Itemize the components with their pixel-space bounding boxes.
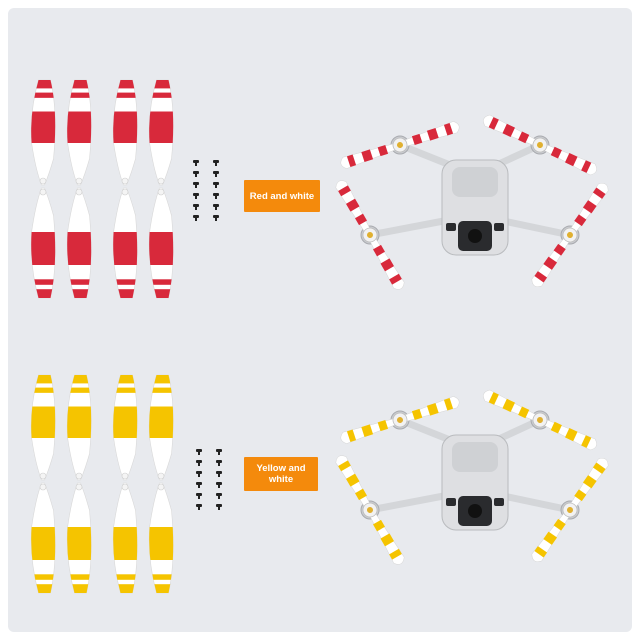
- variant-label: Red and white: [244, 180, 320, 212]
- screw-icon: [213, 204, 219, 210]
- propeller-set-red-icon: [30, 79, 174, 299]
- propeller-blade-icon: [148, 187, 174, 299]
- variant-red-white: Red and white: [30, 79, 609, 299]
- screw-set-icon: [196, 449, 222, 510]
- screw-icon: [216, 504, 222, 510]
- screw-icon: [193, 182, 199, 188]
- screw-icon: [216, 482, 222, 488]
- propeller-blade-icon: [30, 79, 56, 186]
- variant-label: Yellow and white: [244, 457, 318, 491]
- screw-icon: [193, 171, 199, 177]
- drone-red-icon: [335, 114, 609, 290]
- screw-icon: [193, 160, 199, 166]
- screw-icon: [216, 460, 222, 466]
- drone-propeller-icon: [531, 458, 609, 562]
- propeller-blade-icon: [112, 374, 138, 481]
- screw-icon: [216, 493, 222, 499]
- propeller-blade-icon: [30, 187, 56, 299]
- screw-icon: [196, 460, 202, 466]
- screw-icon: [216, 471, 222, 477]
- propeller-blade-icon: [66, 79, 92, 186]
- screw-set-icon: [193, 160, 219, 221]
- propeller-blade-icon: [112, 79, 138, 186]
- screw-icon: [213, 160, 219, 166]
- screw-icon: [213, 171, 219, 177]
- drone-propeller-icon: [340, 396, 460, 444]
- screw-icon: [196, 471, 202, 477]
- drone-yellow-icon: [335, 389, 609, 565]
- screw-icon: [193, 193, 199, 199]
- propeller-blade-icon: [112, 187, 138, 299]
- variant-yellow-white: Yellow and white: [0, 295, 640, 615]
- screw-icon: [196, 482, 202, 488]
- screw-icon: [213, 193, 219, 199]
- screw-icon: [196, 493, 202, 499]
- propeller-set-yellow-icon: [30, 374, 174, 594]
- propeller-blade-icon: [66, 374, 92, 481]
- screw-icon: [196, 504, 202, 510]
- propeller-blade-icon: [148, 374, 174, 481]
- product-panel: [8, 8, 632, 632]
- screw-icon: [193, 204, 199, 210]
- drone-propeller-icon: [340, 121, 460, 169]
- screw-icon: [213, 182, 219, 188]
- screw-icon: [196, 449, 202, 455]
- drone-propeller-icon: [483, 114, 597, 176]
- propeller-blade-icon: [148, 79, 174, 186]
- screw-icon: [193, 215, 199, 221]
- propeller-blade-icon: [30, 374, 56, 481]
- propeller-blade-icon: [30, 482, 56, 594]
- drone-propeller-icon: [335, 180, 405, 290]
- propeller-blade-icon: [148, 482, 174, 594]
- drone-propeller-icon: [483, 389, 597, 451]
- propeller-blade-icon: [66, 482, 92, 594]
- drone-propeller-icon: [531, 183, 609, 287]
- propeller-blade-icon: [112, 482, 138, 594]
- propeller-blade-icon: [66, 187, 92, 299]
- screw-icon: [213, 215, 219, 221]
- screw-icon: [216, 449, 222, 455]
- drone-propeller-icon: [335, 455, 405, 565]
